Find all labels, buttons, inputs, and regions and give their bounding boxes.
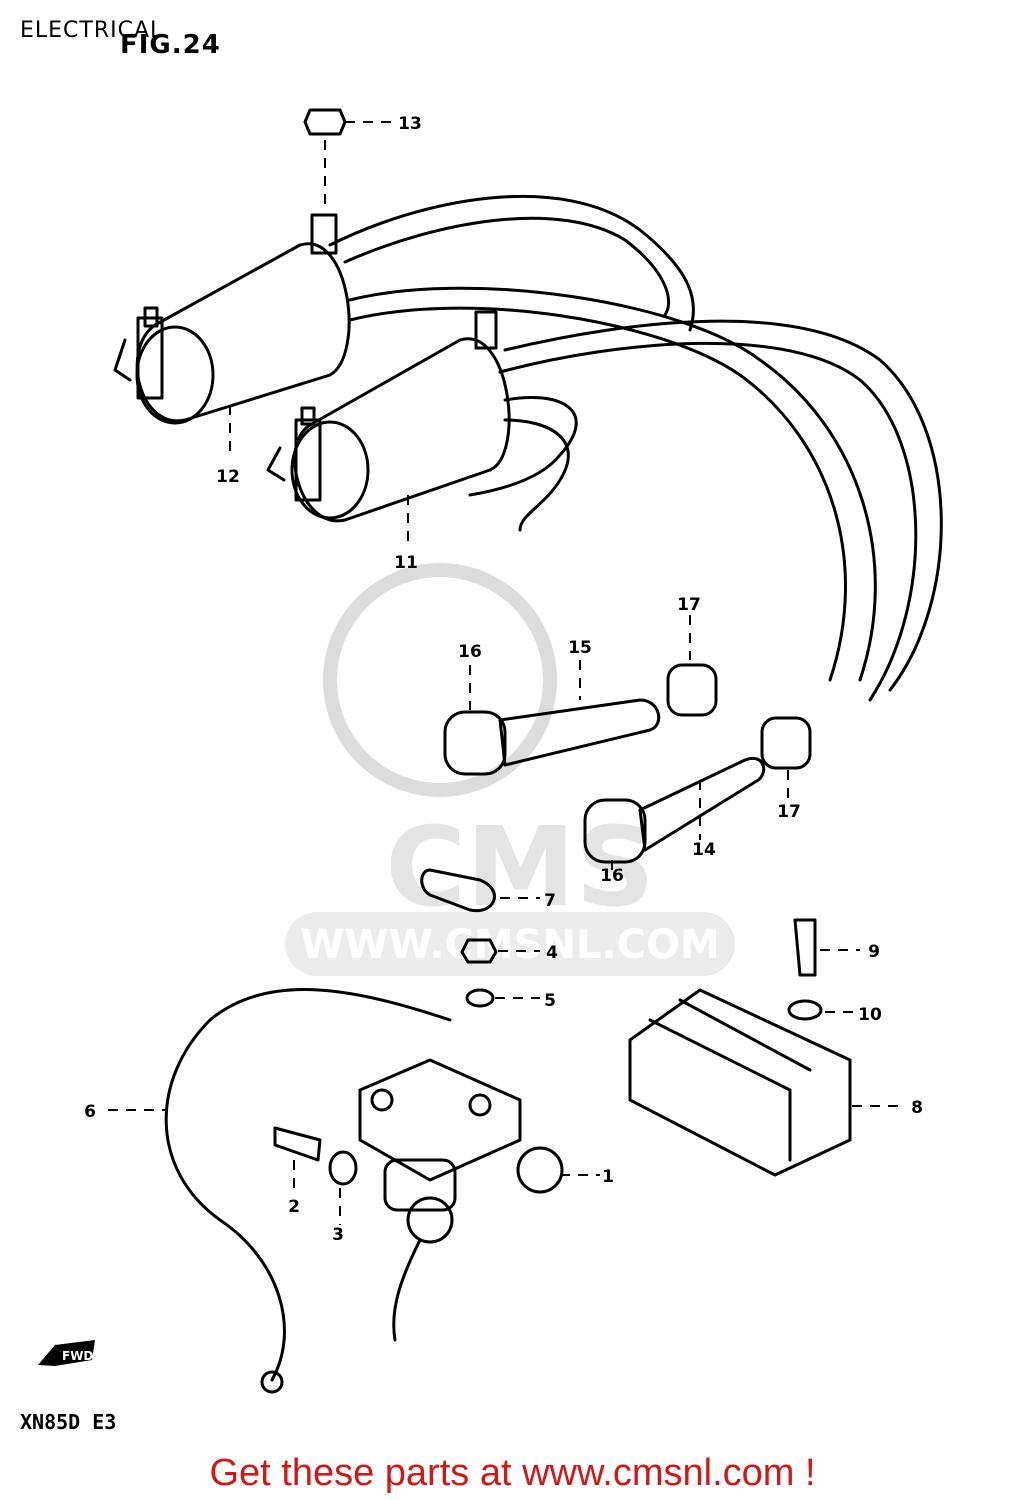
seal-17-upper xyxy=(666,663,718,717)
plug-cap-15 xyxy=(443,698,661,776)
part-number-17: 17 xyxy=(777,802,801,822)
regulator-8 xyxy=(628,988,852,1177)
lead-wire-6 xyxy=(164,988,452,1382)
part-number-14: 14 xyxy=(692,840,716,860)
part-number-7: 7 xyxy=(544,891,556,911)
part-number-11: 11 xyxy=(394,553,418,573)
section-title: ELECTRICAL xyxy=(20,18,164,43)
forward-direction-arrow: FWD xyxy=(38,1340,95,1366)
washer-10 xyxy=(787,999,823,1021)
part-number-8: 8 xyxy=(911,1098,923,1118)
part-number-3: 3 xyxy=(332,1225,344,1245)
part-number-16: 16 xyxy=(458,642,482,662)
ignition-coil-12 xyxy=(113,213,351,425)
nut-13 xyxy=(303,108,347,136)
watermark-url: WWW.CMSNL.COM xyxy=(300,922,720,968)
promo-link-text[interactable]: Get these parts at www.cmsnl.com ! xyxy=(209,1452,816,1494)
part-number-13: 13 xyxy=(398,114,422,134)
part-number-15: 15 xyxy=(568,638,592,658)
figure-label: FIG.24 xyxy=(120,30,221,60)
bolt-2 xyxy=(273,1126,322,1162)
part-number-9: 9 xyxy=(868,942,880,962)
ignition-coil-11 xyxy=(266,310,511,523)
watermark-logo: CMS xyxy=(385,803,654,931)
part-number-10: 10 xyxy=(858,1005,882,1025)
part-number-2: 2 xyxy=(288,1197,300,1217)
part-number-1: 1 xyxy=(602,1167,614,1187)
cap-7 xyxy=(420,868,496,913)
seal-17-lower xyxy=(760,716,812,770)
fwd-label: FWD xyxy=(62,1349,93,1363)
nut-4 xyxy=(460,938,498,964)
part-number-4: 4 xyxy=(546,943,558,963)
plug-cap-14 xyxy=(583,756,766,864)
part-number-6: 6 xyxy=(84,1102,96,1122)
bolt-9 xyxy=(793,918,817,977)
washer-3 xyxy=(328,1150,358,1186)
cmsnl-watermark: CMS WWW.CMSNL.COM xyxy=(285,563,735,976)
part-number-16: 16 xyxy=(600,866,624,886)
part-number-5: 5 xyxy=(544,991,556,1011)
part-number-12: 12 xyxy=(216,467,240,487)
starter-relay-1 xyxy=(358,1058,564,1342)
washer-5 xyxy=(465,988,495,1008)
exploded-parts-diagram: CMS WWW.CMSNL.COM xyxy=(38,108,943,1394)
part-number-17: 17 xyxy=(677,595,701,615)
model-code: XN85D E3 xyxy=(20,1410,117,1434)
